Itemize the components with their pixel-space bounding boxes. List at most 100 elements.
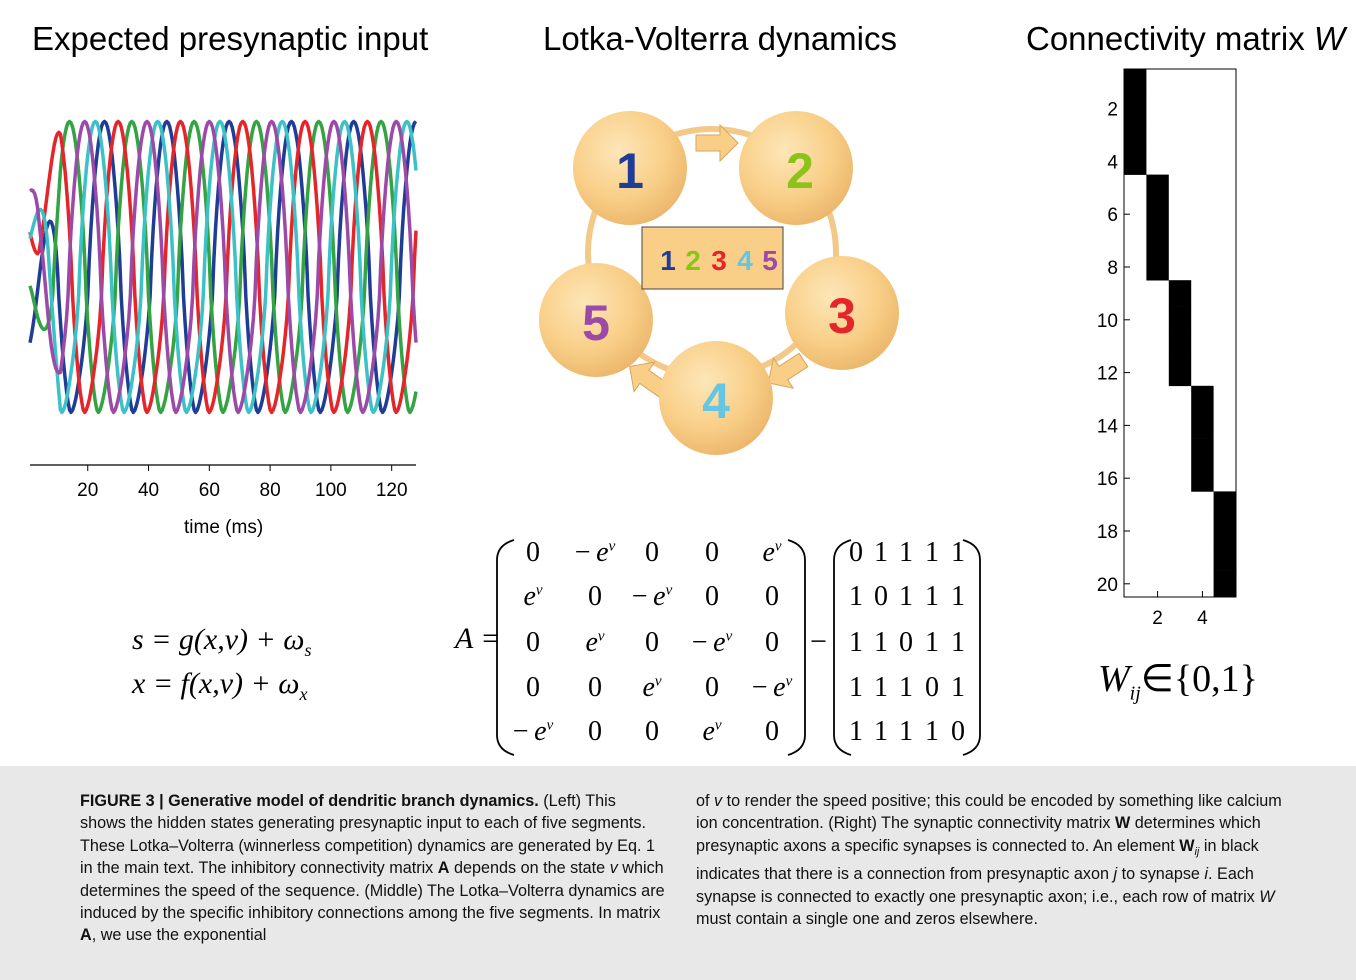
caption-run: to render the speed positive; this could… bbox=[696, 792, 1282, 833]
connection-cell bbox=[1146, 227, 1169, 255]
matrix-A-cell: − ev bbox=[751, 672, 793, 703]
matrix-B-cell: 1 bbox=[951, 581, 965, 612]
node-1-label: 1 bbox=[616, 143, 644, 199]
node-4-label: 4 bbox=[702, 373, 730, 429]
matrix-B-cell: 1 bbox=[951, 627, 965, 658]
matrix-A-cell: − ev bbox=[574, 537, 616, 568]
x-tick-label: 100 bbox=[315, 480, 347, 501]
matrix-A-cell: ev bbox=[702, 716, 722, 747]
caption-run: v bbox=[609, 859, 618, 878]
trace-series-4 bbox=[28, 119, 418, 415]
matrix-A-cell: ev bbox=[585, 627, 605, 658]
caption-run: ij bbox=[1194, 846, 1200, 859]
caption-run: (Left) This shows the hidden states gene… bbox=[80, 792, 655, 878]
node-2-label: 2 bbox=[786, 143, 814, 199]
sequence-4: 4 bbox=[737, 245, 753, 276]
trace-series-5 bbox=[29, 119, 418, 415]
equation-s: s = g(x,v) + ωs bbox=[132, 623, 312, 660]
matrix-A-cell: 0 bbox=[588, 716, 602, 747]
caption-run: depends on the state bbox=[449, 859, 610, 878]
connection-cell bbox=[1124, 95, 1147, 123]
matrix-A-cell: 0 bbox=[705, 581, 719, 612]
arrow-1-to-2 bbox=[695, 123, 739, 163]
y-tick-label: 14 bbox=[1097, 416, 1119, 437]
x-tick-label: 4 bbox=[1197, 608, 1208, 629]
matrix-A-cell: ev bbox=[642, 672, 662, 703]
caption-run: FIGURE 3 | Generative model of dendritic… bbox=[80, 792, 539, 810]
left-x-axis-label: time (ms) bbox=[184, 517, 264, 538]
connection-cell bbox=[1168, 280, 1192, 307]
matrix-A-cell: 0 bbox=[526, 627, 540, 658]
matrix-A-cell: ev bbox=[762, 537, 782, 568]
matrix-A-cell: 0 bbox=[765, 716, 779, 747]
matrix-B-cell: 1 bbox=[874, 627, 888, 658]
matrix-B-cell: 1 bbox=[899, 537, 913, 568]
matrix-A-cell: 0 bbox=[705, 672, 719, 703]
matrix-B-cell: 1 bbox=[925, 716, 939, 747]
matrix-B-cell: 1 bbox=[951, 672, 965, 703]
caption-run: A bbox=[80, 926, 92, 945]
caption-run: must contain a single one and zeros else… bbox=[696, 910, 1038, 929]
matrix-A-cell: 0 bbox=[588, 581, 602, 612]
caption-run: to synapse bbox=[1117, 865, 1205, 884]
matrix-A-cell: 0 bbox=[526, 672, 540, 703]
connection-cell bbox=[1213, 491, 1236, 519]
matrix-A-cell: − ev bbox=[512, 716, 554, 747]
connection-cell bbox=[1213, 517, 1236, 545]
caption-run: of bbox=[696, 792, 714, 810]
matrix-A-cell: 0 bbox=[705, 537, 719, 568]
matrix-B-cell: 1 bbox=[874, 716, 888, 747]
left-panel-title: Expected presynaptic input bbox=[32, 20, 429, 57]
caption-run: i bbox=[1204, 865, 1209, 884]
sequence-5: 5 bbox=[762, 245, 778, 276]
x-tick-label: 60 bbox=[199, 480, 220, 501]
caption-run: , we use the exponential bbox=[91, 926, 267, 945]
caption-run: v bbox=[714, 792, 723, 810]
y-tick-label: 6 bbox=[1107, 205, 1118, 226]
x-tick-label: 20 bbox=[77, 480, 98, 501]
connection-cell bbox=[1191, 412, 1214, 439]
sequence-3: 3 bbox=[711, 245, 727, 276]
caption-run: W bbox=[1114, 814, 1131, 833]
y-tick-label: 18 bbox=[1097, 522, 1118, 543]
matrix-A-cell: 0 bbox=[645, 537, 659, 568]
equation-x: x = f(x,v) + ωx bbox=[132, 667, 308, 704]
connection-cell bbox=[1168, 306, 1192, 334]
matrix-B-cell: 1 bbox=[874, 672, 888, 703]
connection-cell bbox=[1146, 201, 1169, 228]
y-tick-label: 20 bbox=[1097, 575, 1118, 596]
y-tick-label: 4 bbox=[1107, 152, 1118, 173]
lotka-volterra-diagram: 1 2 3 4 5 1 2 3 4 5 bbox=[539, 111, 899, 455]
matrix-A-cell: − ev bbox=[691, 627, 733, 658]
matrix-A-cell: 0 bbox=[645, 716, 659, 747]
matrix-B-cell: 1 bbox=[899, 672, 913, 703]
matrix-A-cell: 0 bbox=[526, 537, 540, 568]
connection-cell bbox=[1124, 69, 1147, 96]
caption-run: W bbox=[1179, 836, 1195, 855]
matrix-A-cell: 0 bbox=[765, 627, 779, 658]
matrix-A-cell: 0 bbox=[645, 627, 659, 658]
caption-run: determines which presynaptic axons a spe… bbox=[696, 814, 1261, 855]
y-tick-label: 2 bbox=[1107, 100, 1118, 121]
sequence-2: 2 bbox=[685, 245, 701, 276]
trace-series-2 bbox=[28, 119, 418, 415]
matrix-B-cell: 1 bbox=[951, 537, 965, 568]
matrix-B-cell: 0 bbox=[874, 581, 888, 612]
node-5-label: 5 bbox=[582, 295, 610, 351]
connection-cell bbox=[1191, 385, 1214, 413]
matrix-B-cell: 1 bbox=[849, 627, 863, 658]
connection-cell bbox=[1146, 253, 1169, 281]
matrix-B-cell: 0 bbox=[925, 672, 939, 703]
connection-cell bbox=[1124, 148, 1147, 175]
matrix-B-cell: 0 bbox=[899, 627, 913, 658]
node-5-ball bbox=[539, 263, 653, 377]
x-tick-label: 40 bbox=[138, 480, 159, 501]
caption-run: j bbox=[1113, 865, 1118, 884]
node-3-ball bbox=[785, 256, 899, 370]
connection-cell bbox=[1191, 465, 1214, 492]
matrix-B-cell: 1 bbox=[925, 537, 939, 568]
matrix-B-cell: 1 bbox=[849, 672, 863, 703]
matrix-A-label: A = bbox=[455, 622, 501, 655]
